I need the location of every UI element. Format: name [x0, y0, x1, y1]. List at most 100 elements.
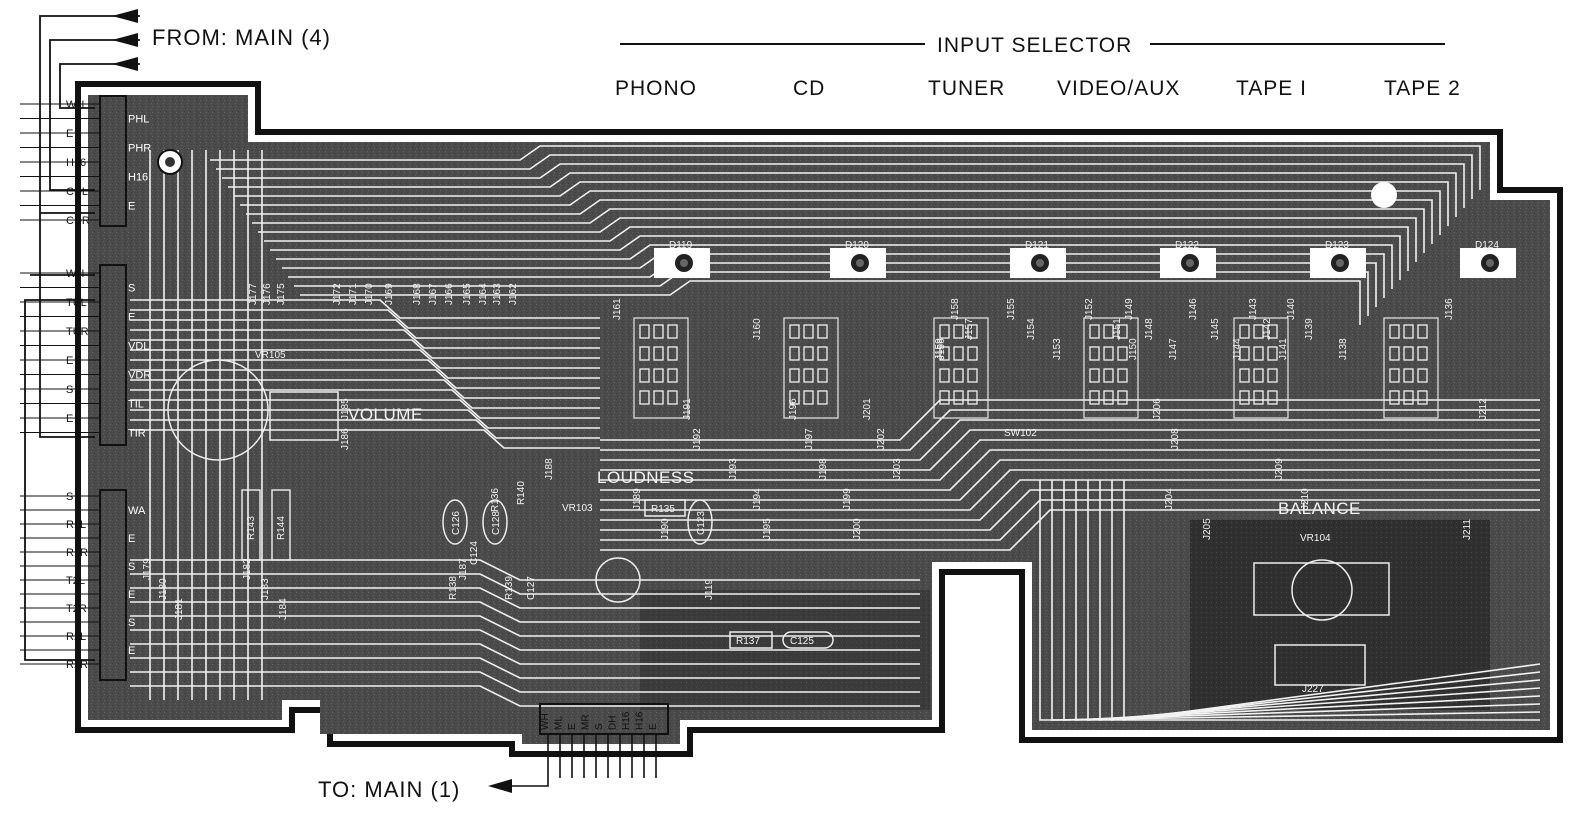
trace-27	[130, 409, 600, 429]
jumper-label: J203	[892, 458, 903, 480]
switch-contact	[1239, 368, 1250, 383]
jumper-label: J197	[804, 428, 815, 450]
switch-contact	[1103, 346, 1114, 361]
trace-34	[600, 439, 1540, 481]
switch-contact	[967, 346, 978, 361]
jumper-label: J196	[788, 398, 799, 420]
pin-label-mid: TIR	[128, 428, 146, 440]
bottom-pin-label: H16	[621, 711, 632, 730]
trace-6	[246, 199, 1433, 244]
jumper-label: J188	[544, 458, 555, 480]
trace-58	[1111, 480, 1541, 721]
j227-label: J227	[1302, 684, 1324, 695]
trace-46	[130, 615, 920, 637]
jumper-label: J189	[632, 488, 643, 510]
bottom-pin-label: E	[648, 723, 659, 730]
jumper-label: J171	[348, 283, 359, 305]
jumper-label: J147	[1168, 338, 1179, 360]
diode-d120: D120	[830, 240, 886, 278]
switch-contact	[1267, 324, 1278, 339]
switch-contact	[639, 346, 650, 361]
trace-7	[252, 208, 1425, 253]
switch-contact	[653, 324, 664, 339]
diode-lens	[1186, 259, 1194, 267]
jumper-label: J162	[508, 283, 519, 305]
jumper-label: J163	[492, 283, 503, 305]
diode-lens	[1336, 259, 1344, 267]
diode-d124: D124	[1460, 240, 1516, 278]
switch-contact	[1089, 390, 1100, 405]
switch-contact	[953, 346, 964, 361]
jumper-label: J144	[1232, 338, 1243, 360]
switch-contact	[1403, 346, 1414, 361]
balance-label: BALANCE	[1278, 499, 1361, 518]
switch-bank-outline	[1383, 317, 1439, 419]
to-main-label: TO: MAIN (1)	[318, 777, 460, 802]
jumper-label: J141	[1278, 338, 1289, 360]
switch-contact	[1417, 324, 1428, 339]
from-main-label: FROM: MAIN (4)	[152, 25, 331, 50]
c127-label: C127	[526, 576, 537, 600]
c124-label: C124	[469, 541, 480, 565]
jumper-label: J177	[248, 283, 259, 305]
switch-contact	[1253, 324, 1264, 339]
switch-contact	[953, 368, 964, 383]
jumper-label: J184	[278, 598, 289, 620]
switch-contact	[1117, 390, 1128, 405]
pin-label-bottom: E	[128, 589, 135, 601]
switch-contact	[1239, 390, 1250, 405]
diode-d119: D119	[654, 240, 710, 278]
trace-20	[130, 339, 600, 359]
trace-41	[600, 509, 1540, 551]
jumper-label: J156	[936, 338, 947, 360]
switch-contact	[1089, 324, 1100, 339]
pin-label-bottom: R1L	[66, 519, 86, 531]
j227-block	[1274, 644, 1366, 686]
pin-label-bottom: WA	[128, 505, 146, 517]
vr105-label: VR105	[255, 350, 286, 361]
jumper-label: J190	[660, 518, 671, 540]
switch-contact	[939, 346, 950, 361]
arrowhead-2	[112, 33, 138, 47]
jumper-label: J208	[1170, 428, 1181, 450]
mounting-hole-right	[1371, 182, 1397, 208]
switch-contact	[1253, 368, 1264, 383]
switch-contact	[953, 324, 964, 339]
pin-label-top: E	[66, 128, 73, 140]
switch-contact	[789, 324, 800, 339]
pin-label-top: H16	[66, 157, 86, 169]
pin-label-bottom: T2L	[66, 575, 85, 587]
switch-contact	[1089, 368, 1100, 383]
switch-contact	[1403, 368, 1414, 383]
jumper-label: J154	[1026, 318, 1037, 340]
switch-contact	[967, 368, 978, 383]
switch-contact	[667, 324, 678, 339]
jumper-label: J139	[1304, 318, 1315, 340]
to-main-wires	[510, 734, 657, 787]
jumper-label: J187	[458, 558, 469, 580]
jumper-label: J193	[728, 458, 739, 480]
jumper-label: J166	[444, 283, 455, 305]
switch-contact	[639, 390, 650, 405]
switch-contact	[789, 390, 800, 405]
switch-bank-3	[933, 317, 989, 419]
r140-label: R140	[516, 481, 527, 505]
switch-contact	[1117, 368, 1128, 383]
jumper-label: J195	[762, 518, 773, 540]
switch-contact	[1239, 324, 1250, 339]
switch-contact	[1253, 390, 1264, 405]
trace-11	[276, 244, 1393, 289]
c125-outline	[782, 631, 834, 649]
switch-contact	[1417, 368, 1428, 383]
from-main-wires	[24, 15, 140, 661]
trace-57	[1099, 480, 1541, 721]
jumper-label: J167	[428, 283, 439, 305]
switch-contact	[1103, 368, 1114, 383]
diode-d123: D123	[1310, 240, 1366, 278]
vr103-label: VR103	[562, 503, 593, 514]
pin-label-mid: VDR	[128, 370, 151, 382]
jumper-label: J175	[276, 283, 287, 305]
trace-47	[130, 629, 920, 651]
